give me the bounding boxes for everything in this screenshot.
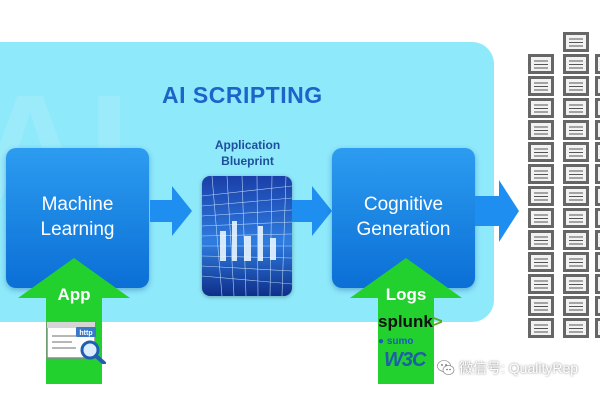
log-document-icon <box>595 274 600 294</box>
app-input-arrow-icon <box>18 258 130 384</box>
log-document-icon <box>528 252 554 272</box>
log-document-icon <box>563 296 589 316</box>
log-document-icon <box>563 142 589 162</box>
log-document-icon <box>528 98 554 118</box>
sumo-logo: ● sumo <box>378 336 414 347</box>
log-document-icon <box>563 318 589 338</box>
wechat-id-text: 微信号: QualityRep <box>459 360 579 376</box>
log-document-icon <box>595 186 600 206</box>
log-document-icon <box>563 98 589 118</box>
log-document-icon <box>563 274 589 294</box>
wechat-icon <box>437 360 455 375</box>
log-document-icon <box>528 274 554 294</box>
wechat-watermark: 微信号: QualityRep <box>437 358 578 378</box>
log-document-icon <box>595 296 600 316</box>
log-document-icon <box>595 98 600 118</box>
log-document-icon <box>595 164 600 184</box>
log-document-icon <box>528 230 554 250</box>
log-document-icon <box>595 142 600 162</box>
log-document-icon <box>528 54 554 74</box>
log-document-icon <box>563 186 589 206</box>
logs-label: Logs <box>385 285 427 304</box>
blueprint-label: Application Blueprint <box>214 138 281 168</box>
application-blueprint-image <box>202 176 292 296</box>
log-document-icon <box>595 252 600 272</box>
log-document-icon <box>563 164 589 184</box>
log-document-icon <box>528 186 554 206</box>
log-document-icon <box>595 230 600 250</box>
arrow-right-icon <box>150 186 192 236</box>
log-document-icon <box>528 164 554 184</box>
log-document-icon <box>528 142 554 162</box>
log-document-icon <box>528 120 554 140</box>
log-document-icon <box>563 32 589 52</box>
log-document-icon <box>595 54 600 74</box>
http-badge: http <box>79 330 92 337</box>
log-document-icon <box>563 208 589 228</box>
app-label: App <box>57 285 91 304</box>
splunk-logo: splunk> <box>378 312 443 331</box>
arrow-right-icon <box>292 186 332 236</box>
log-document-icon <box>595 208 600 228</box>
log-document-icon <box>563 230 589 250</box>
log-document-icon <box>563 76 589 96</box>
log-document-icon <box>595 76 600 96</box>
log-document-icon <box>563 252 589 272</box>
arrow-right-icon <box>475 180 519 242</box>
log-document-icon <box>595 120 600 140</box>
log-document-icon <box>528 208 554 228</box>
screen-magnifier-icon: http <box>46 321 106 364</box>
log-document-icon <box>528 296 554 316</box>
logs-input-arrow-icon <box>350 258 462 384</box>
machine-learning-label: Machine Learning <box>40 194 115 240</box>
cognitive-generation-label: Cognitive Generation <box>356 194 451 240</box>
diagram-title: AI SCRIPTING <box>162 82 323 108</box>
w3c-logo: W3C <box>384 349 426 371</box>
log-document-icon <box>563 120 589 140</box>
log-document-icon <box>595 318 600 338</box>
log-document-icon <box>528 318 554 338</box>
log-document-icon <box>563 54 589 74</box>
log-document-icon <box>528 76 554 96</box>
